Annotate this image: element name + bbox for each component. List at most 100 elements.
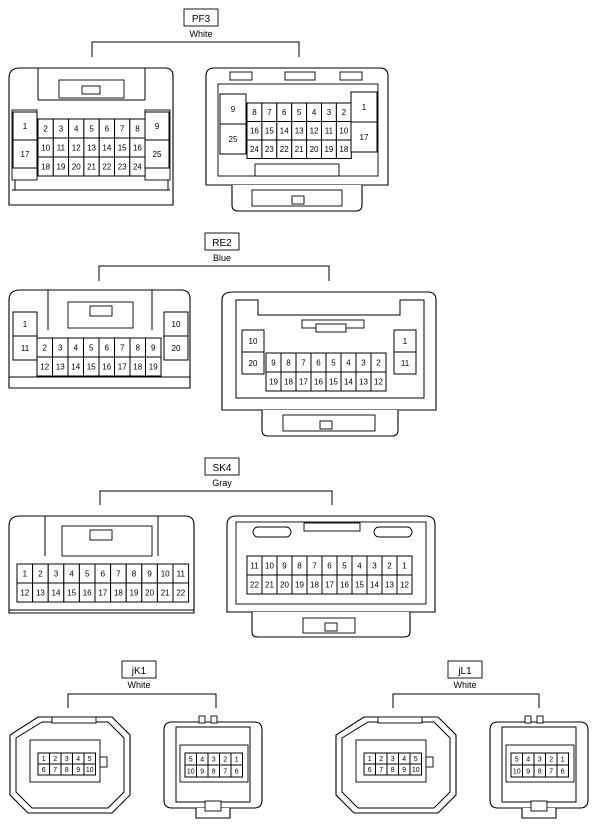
pin-number: 3 (59, 124, 64, 133)
pin-number: 10 (412, 767, 420, 774)
connector-code-box (204, 232, 240, 251)
pin-number: 4 (74, 343, 79, 352)
pin-number: 13 (56, 362, 65, 371)
pin-number: 3 (327, 108, 332, 117)
pin-number: 3 (54, 569, 59, 578)
pin-number: 5 (414, 756, 418, 763)
pin-cell (172, 582, 190, 603)
pin-number: 5 (88, 756, 92, 763)
pin-number: 8 (297, 561, 302, 570)
connector-color: Blue (213, 253, 231, 263)
pin-number: 3 (212, 757, 216, 764)
pin-number: 9 (155, 122, 160, 131)
pin-number: 15 (87, 362, 96, 371)
connector-code-box (204, 457, 240, 476)
pin-number: 15 (329, 377, 338, 386)
pin-number: 1 (561, 757, 565, 764)
pin-cell (409, 763, 422, 776)
pin-number: 7 (549, 769, 553, 776)
pin-number: 17 (21, 150, 30, 159)
pin-number: 5 (189, 757, 193, 764)
pin-number: 18 (339, 145, 348, 154)
pin-number: 18 (41, 162, 50, 171)
pin-number: 7 (301, 358, 306, 367)
pin-number: 2 (342, 108, 347, 117)
pin-number: 16 (102, 362, 111, 371)
pin-number: 4 (69, 569, 74, 578)
pin-number: 3 (361, 358, 366, 367)
pin-number: 3 (65, 756, 69, 763)
pin-number: 7 (379, 767, 383, 774)
pin-number: 18 (114, 588, 123, 597)
pin-number: 8 (135, 124, 140, 133)
pair-bracket (392, 693, 540, 708)
pin-number: 19 (149, 362, 158, 371)
pin-number: 15 (67, 588, 76, 597)
pin-number: 5 (297, 108, 302, 117)
pin-number: 17 (299, 377, 308, 386)
pin-number: 5 (89, 343, 94, 352)
pin-number: 9 (282, 561, 287, 570)
connector-color: White (189, 29, 212, 39)
pin-number: 10 (249, 337, 258, 346)
pin-number: 1 (368, 756, 372, 763)
pin-number: 21 (265, 580, 274, 589)
pin-number: 4 (346, 358, 351, 367)
connector-code: RE2 (212, 238, 232, 249)
pin-number: 12 (20, 588, 29, 597)
connector-code-box (121, 660, 157, 679)
pin-number: 6 (105, 124, 110, 133)
connector-code: jK1 (131, 666, 147, 677)
pin-cell (12, 311, 38, 337)
pin-number: 8 (65, 767, 69, 774)
pin-number: 14 (71, 362, 80, 371)
pin-number: 2 (43, 343, 48, 352)
pair-bracket (91, 41, 300, 57)
connector-code: PF3 (192, 14, 211, 25)
connector-color: White (127, 680, 150, 690)
pin-number: 16 (133, 143, 142, 152)
pin-number: 7 (120, 124, 125, 133)
pin-number: 4 (312, 108, 317, 117)
pin-number: 20 (249, 359, 258, 368)
pin-cell (556, 764, 569, 778)
pin-number: 17 (360, 133, 369, 142)
pin-number: 18 (284, 377, 293, 386)
pin-number: 16 (314, 377, 323, 386)
pin-number: 8 (391, 767, 395, 774)
pin-number: 11 (21, 344, 30, 353)
pin-number: 9 (200, 769, 204, 776)
pin-number: 11 (325, 127, 334, 136)
pin-number: 17 (98, 588, 107, 597)
pin-cell (12, 139, 38, 169)
pin-number: 14 (344, 377, 353, 386)
pin-number: 18 (133, 362, 142, 371)
pin-number: 2 (376, 358, 381, 367)
pin-number: 9 (271, 358, 276, 367)
pin-number: 3 (538, 757, 542, 764)
pin-number: 2 (387, 561, 392, 570)
pin-number: 2 (379, 756, 383, 763)
connector-code: jL1 (457, 666, 472, 677)
pin-number: 10 (513, 769, 521, 776)
pin-cell (350, 91, 378, 123)
pin-number: 8 (132, 569, 137, 578)
pin-number: 10 (161, 569, 170, 578)
pin-number: 4 (76, 756, 80, 763)
pin-number: 9 (402, 767, 406, 774)
pin-cell (163, 311, 189, 337)
pin-number: 7 (223, 769, 227, 776)
pin-number: 5 (342, 561, 347, 570)
pin-number: 11 (250, 561, 259, 570)
connector-code-box (183, 8, 219, 27)
connector-code-box (447, 660, 483, 679)
pin-number: 19 (295, 580, 304, 589)
